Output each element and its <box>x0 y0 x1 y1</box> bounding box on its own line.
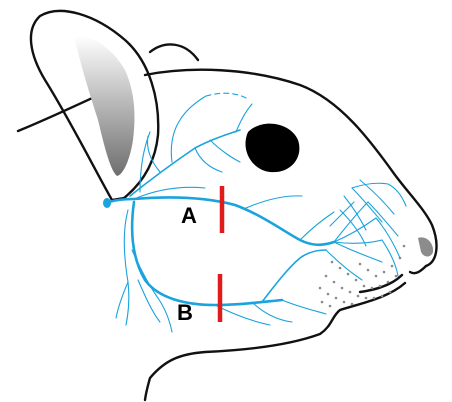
label-a: A <box>181 203 197 228</box>
stylomastoid-foramen-marker <box>103 198 111 208</box>
eye <box>245 124 299 173</box>
head-outline <box>18 44 437 400</box>
label-b: B <box>177 300 193 325</box>
ear <box>31 11 158 200</box>
nose <box>418 237 433 256</box>
